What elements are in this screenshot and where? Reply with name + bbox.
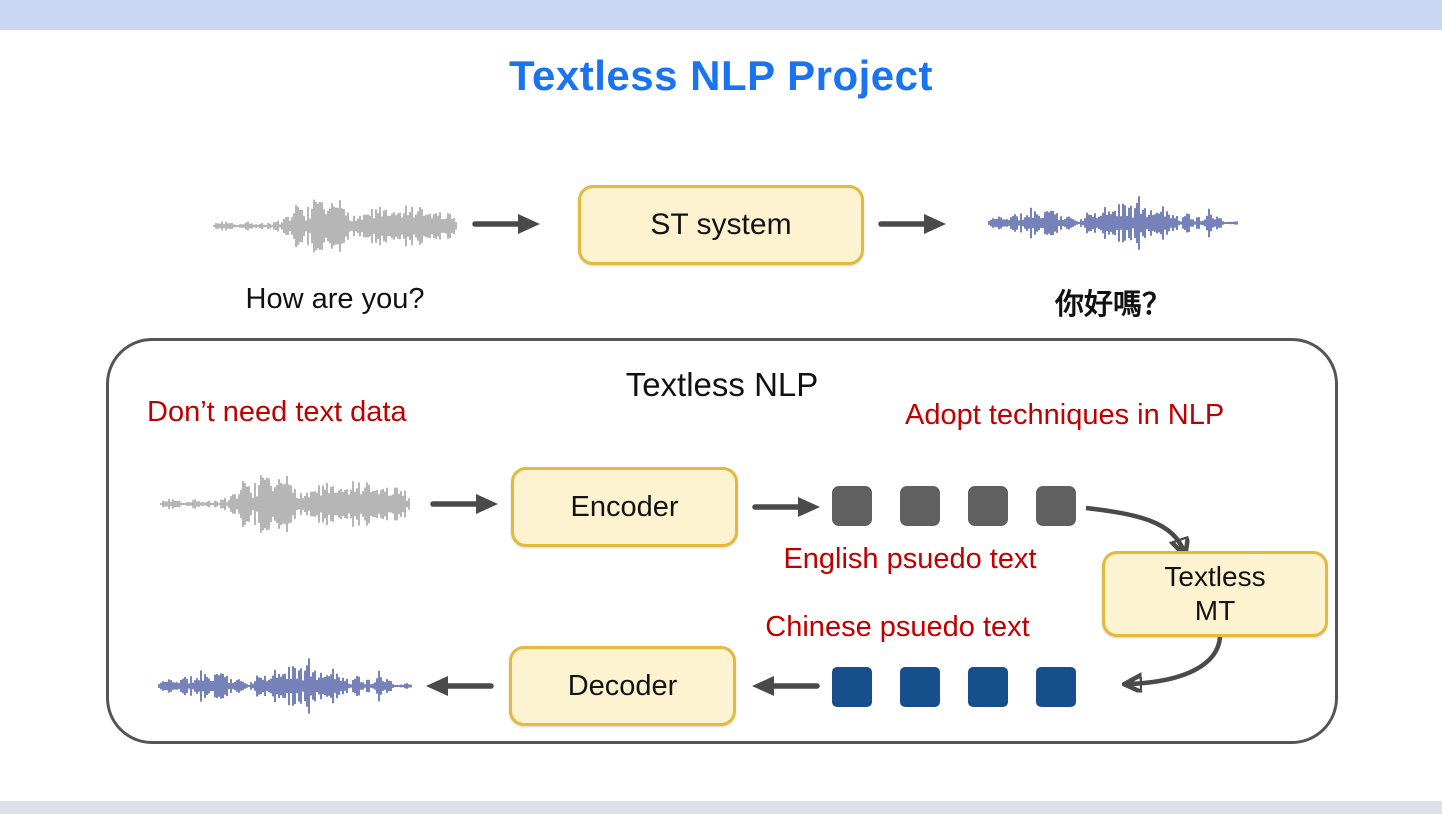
curved-arrow-left-icon <box>1106 636 1223 696</box>
chinese-token-square <box>1036 667 1076 707</box>
page-title: Textless NLP Project <box>509 52 933 99</box>
bottom-band <box>0 801 1442 814</box>
translated-waveform-blue-icon <box>988 186 1238 260</box>
textless-nlp-container <box>106 338 1338 744</box>
chinese-pseudo-tokens <box>832 667 1076 707</box>
arrow-left-icon <box>426 676 494 696</box>
encoder-box: Encoder <box>511 467 738 547</box>
english-token-square <box>832 486 872 526</box>
chinese-token-square <box>968 667 1008 707</box>
arrow-right-icon <box>472 214 540 234</box>
decoder-box: Decoder <box>509 646 736 726</box>
english-token-square <box>900 486 940 526</box>
chinese-token-square <box>900 667 940 707</box>
textless-mt-box: Textless MT <box>1102 551 1328 637</box>
english-token-square <box>1036 486 1076 526</box>
encoder-input-waveform-gray-icon <box>160 468 410 540</box>
source-caption: How are you? <box>245 283 425 315</box>
arrow-right-icon <box>752 497 820 517</box>
top-band <box>0 0 1442 30</box>
source-waveform-gray-icon <box>213 193 457 259</box>
target-caption: 你好嗎？ <box>1054 289 1171 321</box>
left-note: Don’t need text data <box>147 396 407 428</box>
decoder-output-waveform-blue-icon <box>158 648 412 724</box>
arrow-right-icon <box>430 494 498 514</box>
encoder-label: Encoder <box>570 490 679 523</box>
decoder-label: Decoder <box>567 669 678 702</box>
right-note: Adopt techniques in NLP <box>905 399 1225 431</box>
chinese-token-square <box>832 667 872 707</box>
chinese-tokens-caption: Chinese psuedo text <box>765 611 1030 643</box>
textless-mt-label-line2: MT <box>1194 595 1236 626</box>
english-pseudo-tokens <box>832 486 1076 526</box>
curved-arrow-down-icon <box>1085 505 1210 562</box>
arrow-left-icon <box>752 676 820 696</box>
st-system-label: ST system <box>650 208 792 241</box>
textless-nlp-heading: Textless NLP <box>625 366 819 403</box>
english-token-square <box>968 486 1008 526</box>
textless-mt-label-line1: Textless <box>1164 561 1266 593</box>
st-system-box: ST system <box>578 185 864 265</box>
english-tokens-caption: English psuedo text <box>783 543 1037 575</box>
arrow-right-icon <box>878 214 946 234</box>
